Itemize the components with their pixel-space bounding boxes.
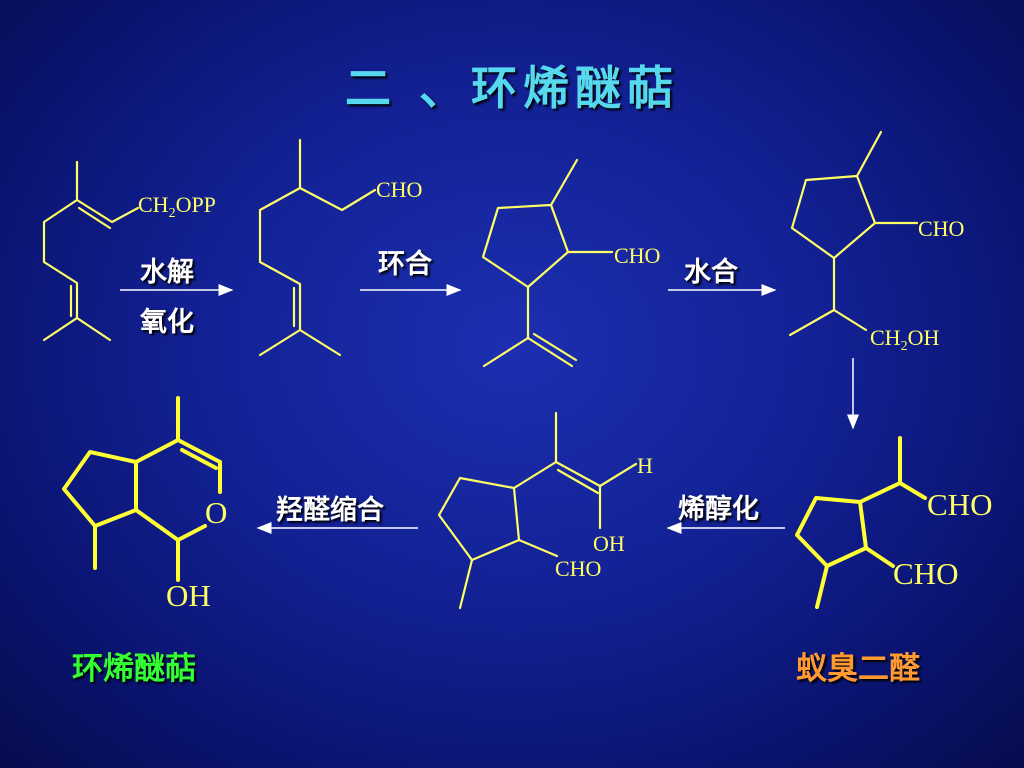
slide-title: 二 、环烯醚萜 xyxy=(344,61,679,115)
enol-intermediate-structure: H OH CHO xyxy=(437,411,653,610)
label-hydrolysis: 水解 xyxy=(140,257,194,288)
geranyl-pyrophosphate-structure: CH2OPP xyxy=(42,160,216,342)
hydrated-structure: CHO CH2OH xyxy=(788,130,964,354)
ch2oh-label: CH2OH xyxy=(870,325,939,354)
name-iridoid: 环烯醚萜 xyxy=(72,651,196,687)
cyclized-aldehyde-structure: CHO xyxy=(481,158,660,368)
cho-label-4: CHO xyxy=(927,487,992,522)
cho-label-5: CHO xyxy=(893,556,958,591)
iridodial-structure: CHO CHO xyxy=(795,436,992,609)
ch2opp-label: CH2OPP xyxy=(138,192,216,221)
label-cyclization: 环合 xyxy=(378,249,432,280)
citronellal-structure: CHO xyxy=(258,138,422,357)
iridoid-skeleton-structure: O OH xyxy=(62,396,227,613)
name-iridodial: 蚁臭二醛 xyxy=(796,651,920,687)
oh-label-2: OH xyxy=(166,578,211,613)
oh-label-1: OH xyxy=(593,531,625,556)
label-oxidation: 氧化 xyxy=(140,307,194,338)
label-aldol: 羟醛缩合 xyxy=(276,495,384,526)
cho-label-6: CHO xyxy=(555,556,601,581)
cho-label-2: CHO xyxy=(614,243,660,268)
cho-label-1: CHO xyxy=(376,177,422,202)
ring-oxygen-label: O xyxy=(205,495,227,530)
label-enolization: 烯醇化 xyxy=(678,494,759,525)
h-label: H xyxy=(637,453,653,478)
cho-label-3: CHO xyxy=(918,216,964,241)
label-hydration: 水合 xyxy=(684,257,738,288)
